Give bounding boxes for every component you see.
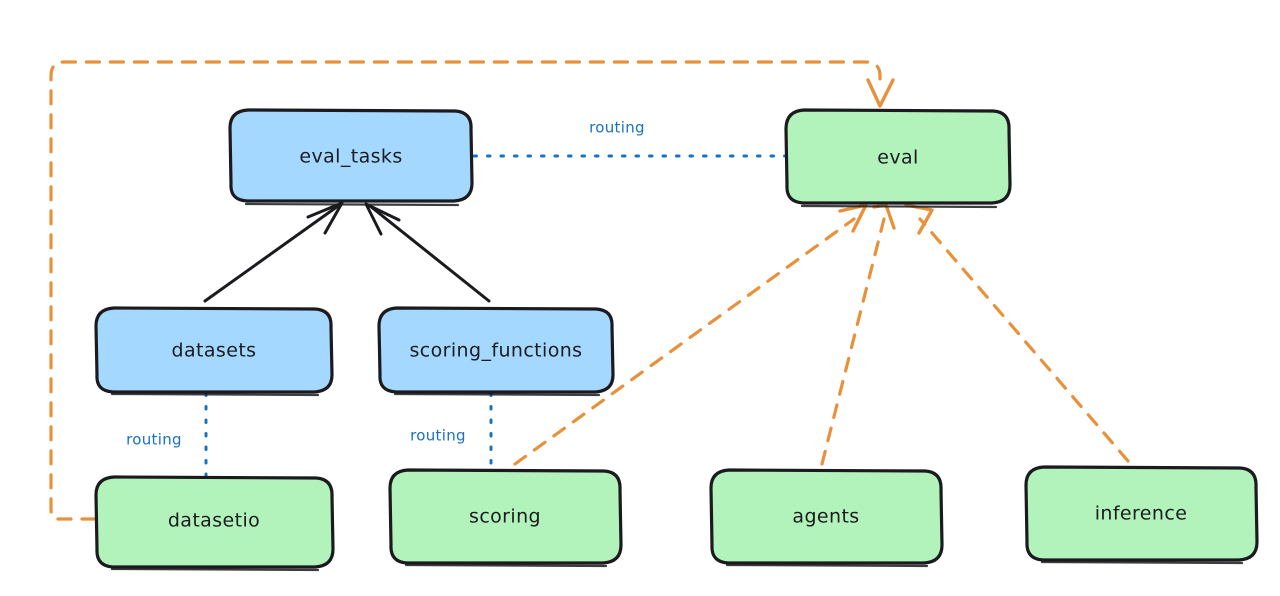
node-datasets-shape <box>94 306 334 394</box>
node-eval-label: eval <box>877 147 918 169</box>
node-inference-label: inference <box>1095 503 1188 525</box>
node-inference-shadow <box>1040 560 1244 565</box>
node-scoring-functions-shadow <box>393 392 601 397</box>
node-datasets[interactable]: datasets <box>94 306 334 397</box>
node-inference[interactable]: inference <box>1024 465 1259 565</box>
node-datasetio[interactable]: datasetio <box>94 475 335 572</box>
node-scoring-functions-shape <box>377 306 615 394</box>
node-inference-shape <box>1024 465 1259 562</box>
node-layer: eval_tasks eval datasets scoring_functio… <box>94 108 1259 572</box>
edge-datasetio-to-eval <box>49 60 882 521</box>
node-datasetio-label: datasetio <box>168 510 260 532</box>
arrowhead-scoring-to-eval <box>838 203 868 233</box>
node-scoring-functions[interactable]: scoring_functions <box>377 306 615 397</box>
node-scoring[interactable]: scoring <box>388 468 623 568</box>
node-datasetio-shape <box>94 475 335 569</box>
node-eval-shape <box>784 108 1012 205</box>
node-scoring-shape <box>388 468 623 565</box>
node-eval-shadow <box>800 204 998 209</box>
edge-agents-to-eval <box>820 217 886 466</box>
edge-scoring-functions-to-eval-tasks <box>368 204 491 303</box>
edge-label-datasets-backdrop <box>110 425 200 453</box>
edge-inference-to-eval <box>918 217 1130 463</box>
node-scoring-functions-label: scoring_functions <box>410 340 583 362</box>
node-agents[interactable]: agents <box>709 468 944 568</box>
arrowhead-datasetio-to-eval <box>866 78 895 108</box>
node-eval-tasks[interactable]: eval_tasks <box>228 108 474 207</box>
edge-scoring-to-eval <box>513 217 856 466</box>
node-agents-shadow <box>725 563 929 568</box>
edge-label-routing-scoring-functions: routing <box>410 427 466 445</box>
edge-label-layer: routing routing routing <box>110 112 663 453</box>
edge-label-scoring-functions-backdrop <box>394 421 484 449</box>
node-eval[interactable]: eval <box>784 108 1012 209</box>
edge-layer <box>49 60 1130 521</box>
node-eval-tasks-shadow <box>244 202 460 207</box>
arrowhead-datasets-to-eval-tasks <box>306 201 344 235</box>
edge-label-routing-eval-tasks: routing <box>589 119 645 137</box>
node-scoring-shadow <box>404 563 608 568</box>
node-scoring-label: scoring <box>469 506 541 528</box>
node-eval-tasks-shape <box>228 108 474 203</box>
node-eval-tasks-label: eval_tasks <box>299 146 402 168</box>
edge-datasets-to-eval-tasks <box>203 204 340 303</box>
node-datasets-shadow <box>110 392 320 397</box>
edge-label-eval-tasks-backdrop <box>573 112 663 140</box>
edge-label-routing-datasets: routing <box>126 431 182 449</box>
node-datasetio-shadow <box>110 567 320 572</box>
node-agents-shape <box>709 468 944 565</box>
node-agents-label: agents <box>792 506 859 528</box>
node-datasets-label: datasets <box>172 340 257 362</box>
